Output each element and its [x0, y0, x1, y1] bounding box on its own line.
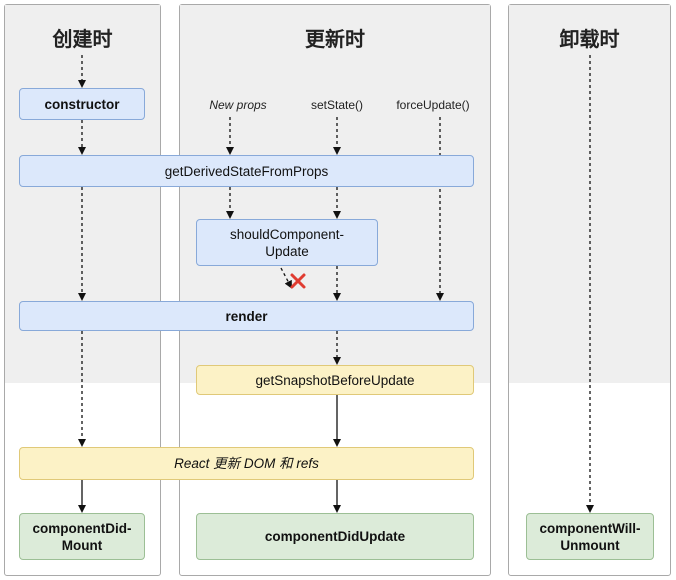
trigger-set-state: setState()	[310, 98, 364, 112]
node-get-snapshot-before-update: getSnapshotBeforeUpdate	[196, 365, 474, 395]
cancel-x-icon	[290, 273, 306, 289]
node-constructor: constructor	[19, 88, 145, 120]
node-component-will-unmount: componentWill-Unmount	[526, 513, 654, 560]
node-react-updates-dom-and-refs: React 更新 DOM 和 refs	[19, 447, 474, 480]
trigger-new-props: New props	[209, 98, 267, 112]
phase-title-mounting: 创建时	[52, 27, 113, 51]
node-component-did-mount: componentDid-Mount	[19, 513, 145, 560]
trigger-force-update: forceUpdate()	[396, 98, 470, 112]
phase-title-updating: 更新时	[305, 27, 365, 51]
arrow-scu-cancelled	[280, 267, 292, 289]
phase-title-unmounting: 卸载时	[559, 27, 620, 51]
node-render: render	[19, 301, 474, 331]
node-component-did-update: componentDidUpdate	[196, 513, 474, 560]
node-should-component-update: shouldComponent-Update	[196, 219, 378, 266]
node-get-derived-state-from-props: getDerivedStateFromProps	[19, 155, 474, 187]
